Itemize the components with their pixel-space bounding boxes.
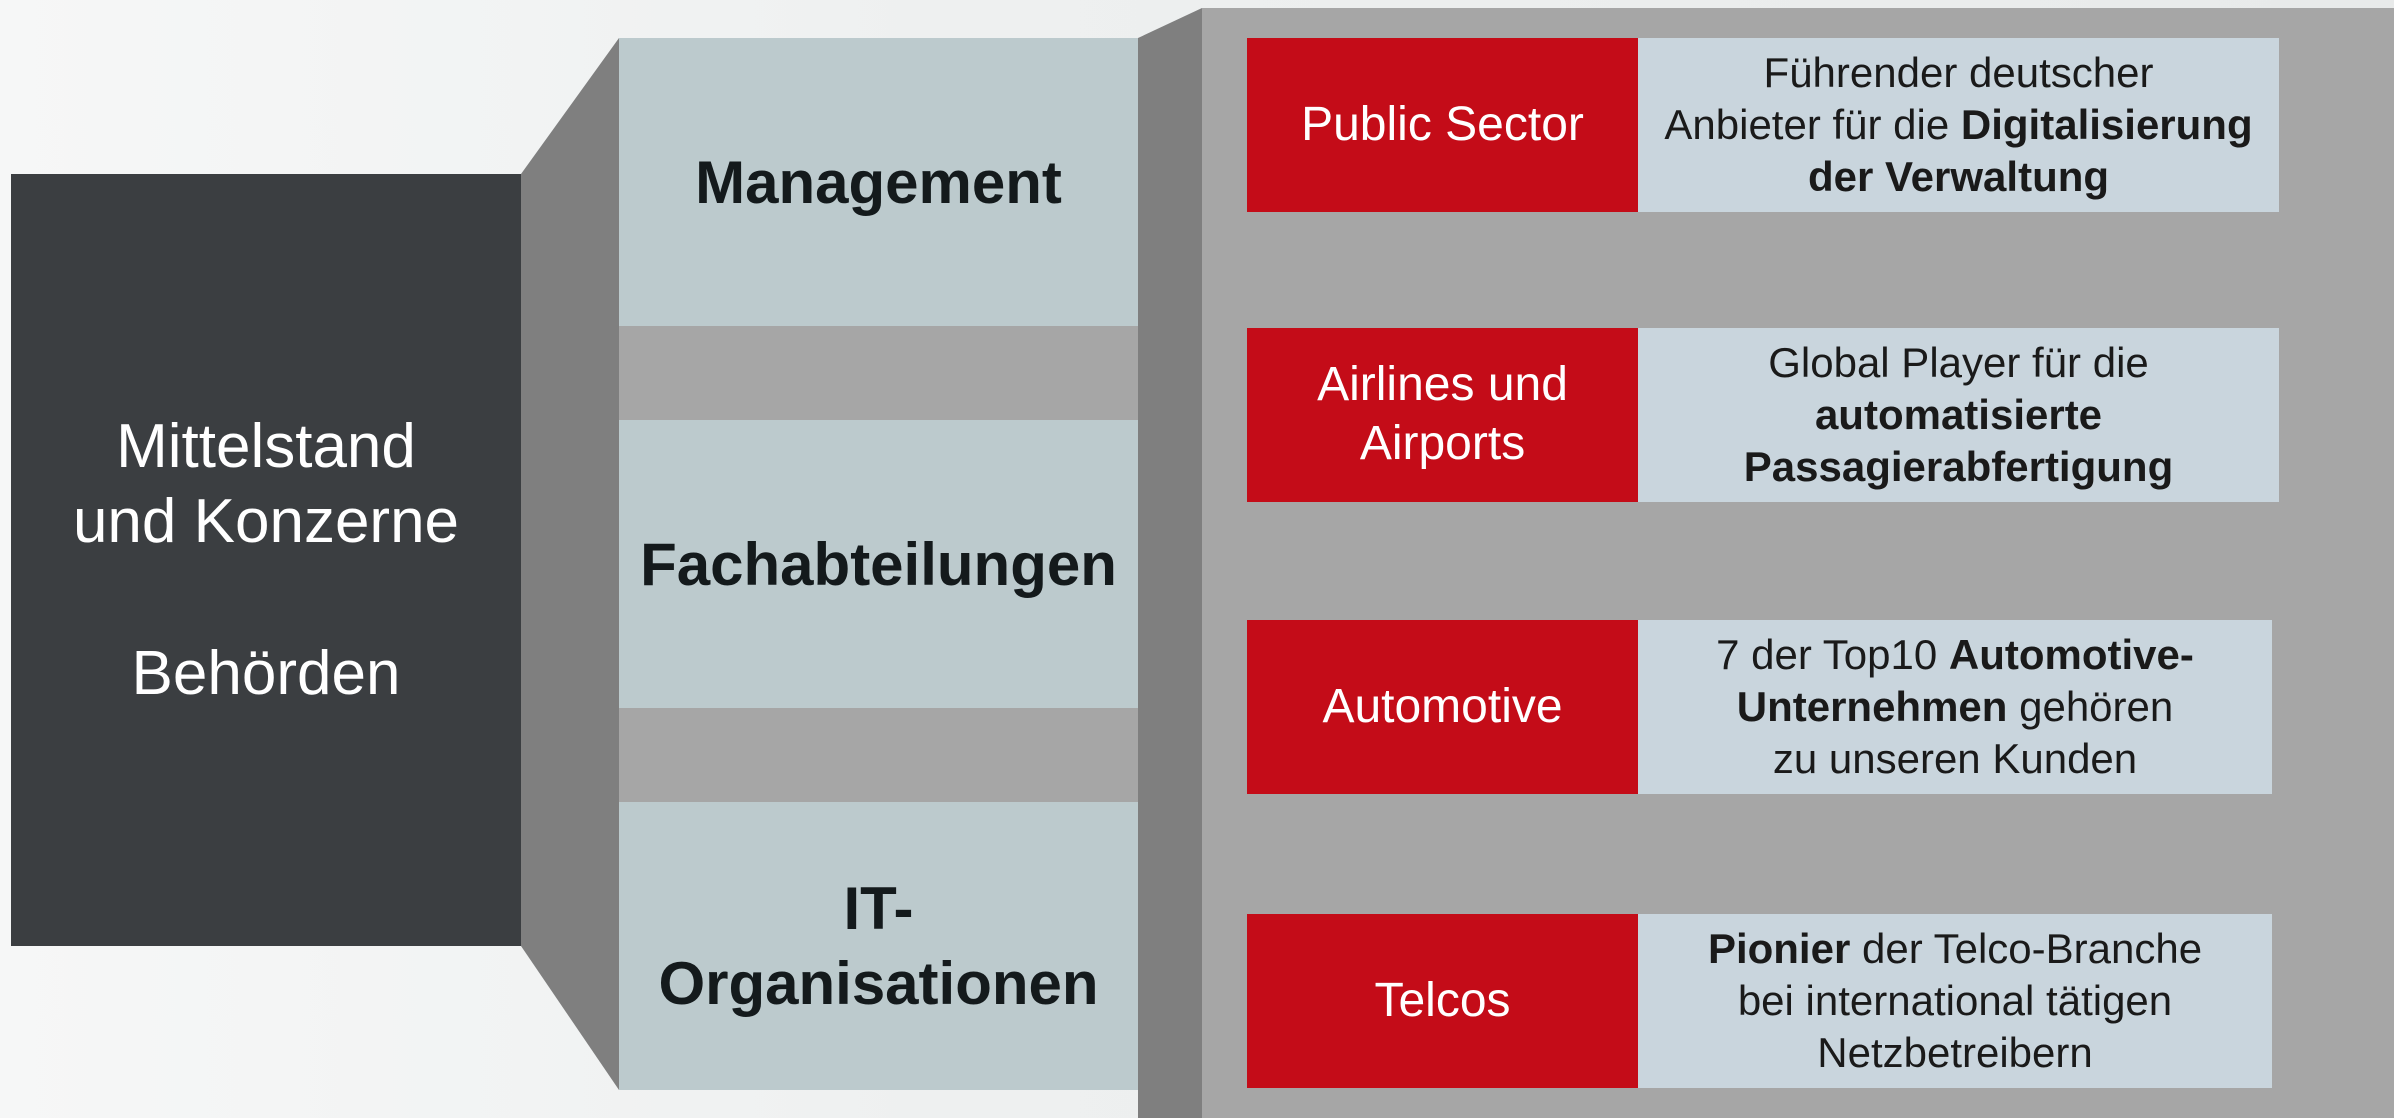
- layer-it-organisationen: IT- Organisationen: [619, 802, 1138, 1090]
- description-run: Führender deutscher: [1763, 48, 2154, 96]
- description-run: Pionier: [1707, 924, 1851, 972]
- description-run: zu unseren Kunden: [1772, 735, 2138, 783]
- layer-label: Management: [695, 148, 1062, 216]
- industry-automotive: Automotive: [1247, 620, 1638, 794]
- description-run: der Verwaltung: [1807, 153, 2110, 201]
- description-run: Global Player für die: [1768, 338, 2149, 386]
- right-connector-bevel: [1138, 8, 1202, 1118]
- audience-block: Mittelstand und Konzerne Behörden: [11, 174, 521, 946]
- industry-name-line-2: Airports: [1359, 417, 1526, 470]
- industry-telcos: Telcos: [1247, 914, 1638, 1088]
- description-run: bei international tätigen: [1737, 976, 2173, 1024]
- industry-name: Automotive: [1322, 679, 1563, 733]
- industry-description: 7 der Top10 Automotive-Unternehmen gehör…: [1638, 620, 2272, 794]
- industry-public-sector: Public Sector: [1247, 38, 1638, 212]
- description-run: automatisierte: [1814, 390, 2103, 438]
- industry-airlines-airports: Airlines und Airports: [1247, 328, 1638, 502]
- audience-line-1: Mittelstand: [116, 411, 416, 481]
- industry-name-line-1: Airlines und: [1317, 358, 1568, 412]
- description-run: Anbieter für die: [1664, 100, 1961, 148]
- layer-label-line-2: Organisationen: [658, 950, 1099, 1017]
- left-connector-bevel: [521, 38, 619, 1090]
- description-run: der Telco-Branche: [1850, 924, 2203, 972]
- layer-label: Fachabteilungen: [640, 530, 1117, 598]
- description-run: gehören: [2007, 682, 2174, 730]
- industry-description-text: 7 der Top10 Automotive-Unternehmen gehör…: [1716, 629, 2194, 785]
- audience-line-3: Behörden: [131, 638, 401, 708]
- layer-fachabteilungen: Fachabteilungen: [619, 420, 1138, 708]
- audience-line-2: und Konzerne: [72, 487, 460, 557]
- description-run: 7 der Top10: [1716, 630, 1949, 678]
- description-run: Digitalisierung: [1960, 100, 2253, 148]
- industry-name: Telcos: [1374, 973, 1511, 1027]
- layer-label-line-1: IT-: [843, 875, 914, 942]
- description-run: Netzbetreibern: [1817, 1029, 2093, 1077]
- description-run: Automotive-: [1948, 630, 2194, 678]
- layer-management: Management: [619, 38, 1138, 326]
- description-run: Passagierabfertigung: [1743, 443, 2174, 491]
- description-run: Unternehmen: [1736, 682, 2008, 730]
- industry-name: Public Sector: [1301, 97, 1584, 151]
